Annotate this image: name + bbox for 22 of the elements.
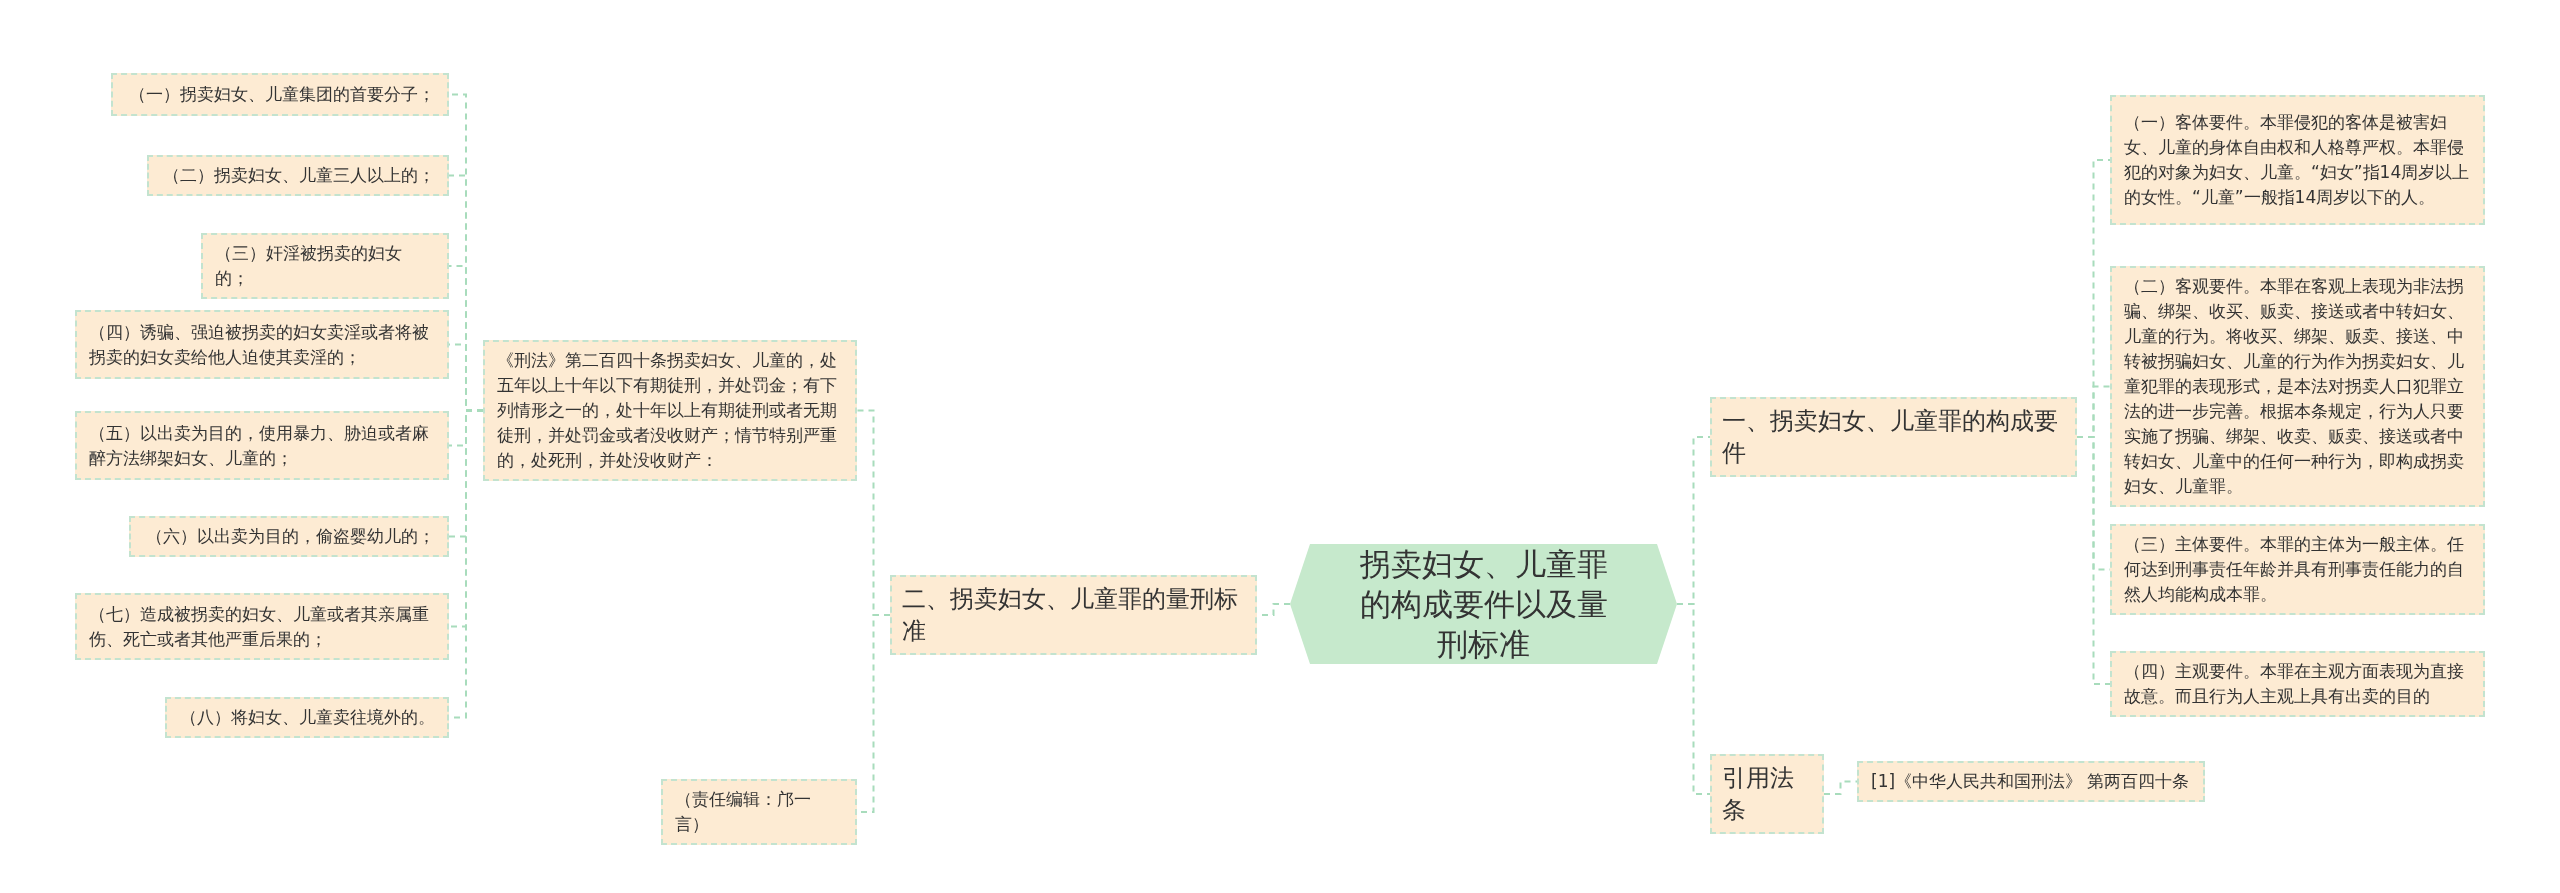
note-box: （四）主观要件。本罪在主观方面表现为直接故意。而且行为人主观上具有出卖的目的: [2110, 651, 2485, 717]
branch-box: 一、拐卖妇女、儿童罪的构成要件: [1710, 397, 2077, 477]
note-box: （三）奸淫被拐卖的妇女的；: [201, 233, 449, 299]
branch-box: 二、拐卖妇女、儿童罪的量刑标准: [890, 575, 1257, 655]
topic-hexagon: 拐卖妇女、儿童罪的构成要件以及量刑标准: [1290, 544, 1677, 664]
note-box: （三）主体要件。本罪的主体为一般主体。任何达到刑事责任年龄并具有刑事责任能力的自然人均能构成本罪。: [2110, 524, 2485, 615]
note-box: （一）客体要件。本罪侵犯的客体是被害妇女、儿童的身体自由权和人格尊严权。本罪侵犯的对象为妇女、儿童。“妇女”指14周岁以上的女性。“儿童”一般指14周岁以下的人。: [2110, 95, 2485, 225]
note-box: （八）将妇女、儿童卖往境外的。: [165, 697, 449, 738]
note-box: （责任编辑：邝一言）: [661, 779, 857, 845]
note-box: （二）客观要件。本罪在客观上表现为非法拐骗、绑架、收买、贩卖、接送或者中转妇女、儿童的行为。将收买、绑架、贩卖、接送、中转被拐骗妇女、儿童的行为作为拐卖妇女、儿童犯罪的表现形式，是本法对拐卖人口犯罪立法的进一步完善。根据本条规定，行为人只要实施了拐骗、绑架、收卖、贩卖、接送或者中转妇女、儿童中的任何一种行为，即构成拐卖妇女、儿童罪。: [2110, 266, 2485, 507]
connector-line: [2076, 436, 2111, 685]
connector-line: [1676, 603, 1711, 795]
note-box: [1]《中华人民共和国刑法》 第两百四十条: [1857, 761, 2205, 802]
note-box: （四）诱骗、强迫被拐卖的妇女卖淫或者将被拐卖的妇女卖给他人迫使其卖淫的；: [75, 310, 449, 379]
note-box: （五）以出卖为目的，使用暴力、胁迫或者麻醉方法绑架妇女、儿童的；: [75, 411, 449, 480]
note-box: （二）拐卖妇女、儿童三人以上的；: [147, 155, 449, 196]
note-box: （六）以出卖为目的，偷盗婴幼儿的；: [129, 516, 449, 557]
branch-box: 引用法条: [1710, 754, 1824, 834]
note-box: 《刑法》第二百四十条拐卖妇女、儿童的，处五年以上十年以下有期徒刑，并处罚金；有下列情形之一的，处十年以上有期徒刑或者无期徒刑，并处罚金或者没收财产；情节特别严重的，处死刑，并处没收财产：: [483, 340, 857, 481]
note-box: （七）造成被拐卖的妇女、儿童或者其亲属重伤、死亡或者其他严重后果的；: [75, 593, 449, 660]
connector-line: [1823, 780, 1858, 795]
note-box: （一）拐卖妇女、儿童集团的首要分子；: [111, 73, 449, 116]
